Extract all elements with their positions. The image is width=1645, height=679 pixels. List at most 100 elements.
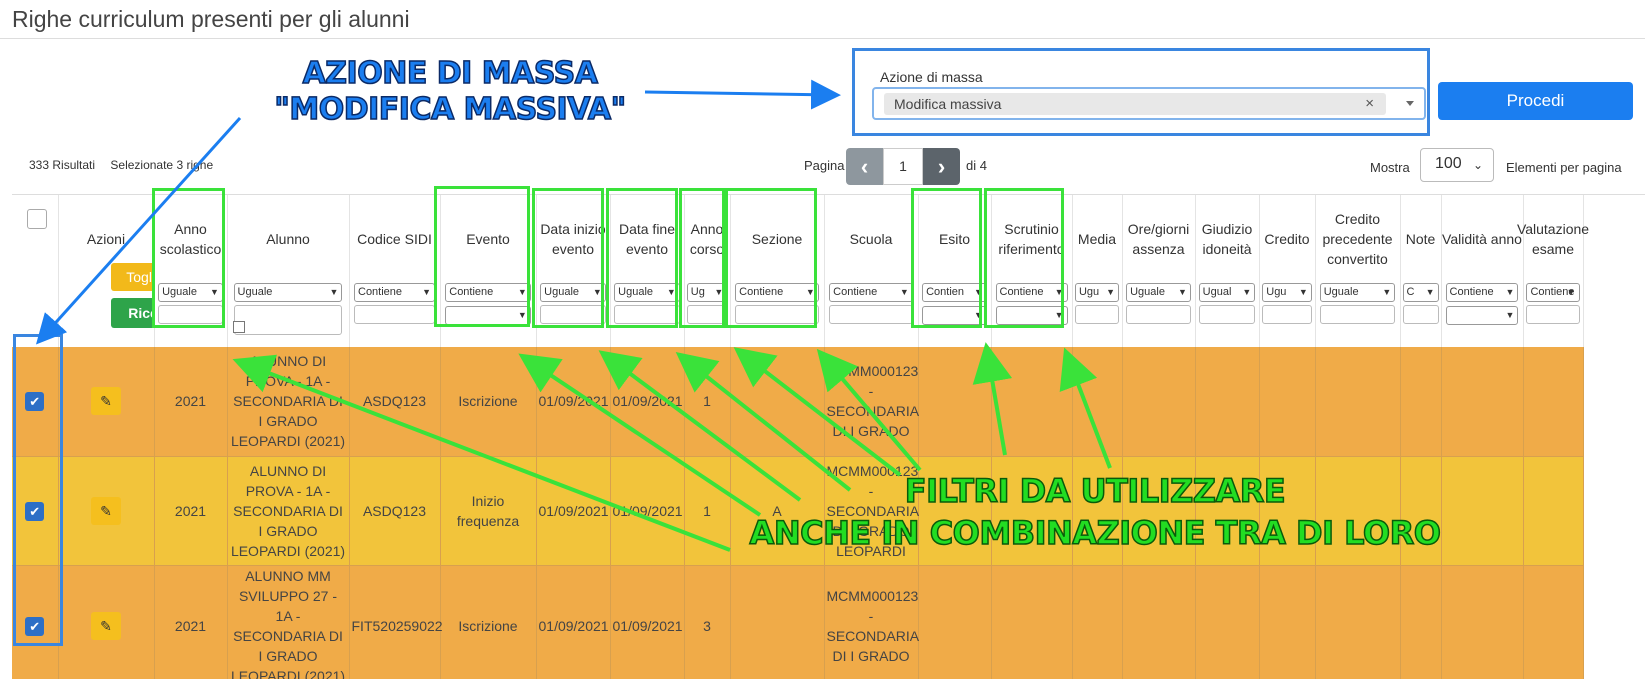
column-label[interactable]: Evento: [466, 231, 510, 247]
cell-data-inizio: 01/09/2021: [536, 565, 611, 679]
filter-operator-select[interactable]: Uguale▼: [1126, 283, 1191, 302]
row-checkbox[interactable]: ✔: [25, 392, 45, 412]
per-page-select[interactable]: 100 ⌄: [1420, 148, 1494, 182]
mass-action-label: Azione di massa: [880, 69, 983, 85]
chevron-down-icon: [1406, 101, 1414, 106]
next-page-button[interactable]: ›: [923, 148, 960, 185]
filter-operator-value: Contiene: [1449, 286, 1494, 298]
filter-operator-value: Uguale: [237, 286, 273, 298]
column-label[interactable]: Valutazione esame: [1516, 221, 1590, 257]
filter-operator-select[interactable]: Contiene▼: [995, 283, 1068, 302]
filter-value-input[interactable]: [829, 305, 913, 324]
column-label[interactable]: Giudizio idoneità: [1201, 221, 1253, 257]
column-label[interactable]: Scrutinio riferimento: [998, 221, 1065, 257]
column-label[interactable]: Anno corso: [689, 221, 725, 257]
prev-page-button[interactable]: ‹: [846, 148, 883, 185]
filter-operator-value: Uguale: [618, 286, 654, 298]
column-label[interactable]: Ore/giorni assenza: [1127, 221, 1190, 257]
column-label[interactable]: Media: [1077, 231, 1117, 247]
row-actions-cell: ✎: [58, 456, 155, 566]
cell-scuola: MCMM000123 - SECONDARIA DI I GRADO: [824, 347, 919, 457]
column-label[interactable]: Note: [1405, 231, 1436, 247]
edit-icon[interactable]: ✎: [91, 496, 121, 525]
chevron-down-icon: ▼: [973, 310, 983, 320]
filter-operator-select[interactable]: Uguale▼: [540, 283, 606, 302]
column-label[interactable]: Codice SIDI: [357, 231, 432, 247]
filter-value-input[interactable]: [354, 305, 435, 324]
filter-value-input[interactable]: [1262, 305, 1312, 324]
filter-value-select[interactable]: ▼: [995, 306, 1068, 325]
filter-value-input[interactable]: [1319, 305, 1396, 324]
filter-operator-select[interactable]: Contiene▼: [445, 283, 531, 302]
filter-operator-value: Contiene: [833, 286, 878, 298]
filter-operator-select[interactable]: Ug▼: [686, 283, 728, 302]
cell-sidi: FIT520259022: [349, 565, 443, 679]
empty-cell: [1259, 347, 1316, 457]
filter-value-input[interactable]: [1074, 305, 1120, 324]
filter-operator-value: Contiene: [739, 286, 784, 298]
filter-operator-select[interactable]: Contiene▼: [829, 283, 913, 302]
filter-value-input[interactable]: [233, 305, 343, 335]
column-label[interactable]: Data fine evento: [618, 221, 676, 257]
filter-operator-select[interactable]: Uguale▼: [614, 283, 680, 302]
column-label[interactable]: Validità anno: [1442, 231, 1522, 247]
cell-alunno: ALUNNO DI PROVA - 1A - SECONDARIA DI I G…: [227, 456, 350, 566]
column-label[interactable]: Credito: [1264, 231, 1310, 247]
cell-data-fine: 01/09/2021: [610, 565, 685, 679]
cell-sezione: [730, 565, 825, 679]
chevron-down-icon: ▼: [1566, 287, 1576, 297]
filter-operator-select[interactable]: Uguale▼: [233, 283, 343, 302]
filter-operator-select[interactable]: Ugual▼: [1198, 283, 1256, 302]
filter-operator-select[interactable]: C▼: [1402, 283, 1439, 302]
chevron-down-icon: ⌄: [1472, 158, 1483, 172]
empty-cell: [1441, 456, 1524, 566]
edit-icon[interactable]: ✎: [91, 387, 121, 416]
column-label[interactable]: Credito precedente convertito: [1322, 211, 1393, 267]
cell-scuola: MCMM000123 - SECONDARIA DI I GRADO: [824, 565, 919, 679]
filter-value-input[interactable]: [1526, 305, 1580, 324]
filter-value-input[interactable]: [1198, 305, 1256, 324]
clear-icon[interactable]: ×: [1365, 95, 1374, 112]
filter-operator-select[interactable]: Uguale▼: [1319, 283, 1396, 302]
cell-data-inizio: 01/09/2021: [536, 347, 611, 457]
filter-highlight-evento: [434, 186, 530, 327]
filter-operator-select[interactable]: Ugu▼: [1262, 283, 1312, 302]
filter-value-input[interactable]: [1126, 305, 1191, 324]
filter-value-input[interactable]: [1402, 305, 1439, 324]
mass-action-panel: Azione di massa Modifica massiva ×: [852, 48, 1430, 136]
select-all-checkbox[interactable]: [27, 209, 47, 229]
column-label[interactable]: Scuola: [849, 231, 893, 247]
filter-operator-select[interactable]: Contiene▼: [354, 283, 435, 302]
filter-value-select[interactable]: ▼: [1445, 306, 1519, 325]
chevron-down-icon: ▼: [1505, 287, 1515, 297]
cell-anno: 2021: [154, 565, 228, 679]
cell-data-fine: 01/09/2021: [610, 347, 685, 457]
column-label[interactable]: Esito: [938, 231, 971, 247]
row-checkbox[interactable]: ✔: [25, 501, 45, 521]
mass-action-select[interactable]: Modifica massiva ×: [872, 87, 1426, 120]
filter-checkbox[interactable]: [232, 321, 245, 333]
cell-sezione: [730, 347, 825, 457]
callout-mass-line1: AZIONE DI MASSA: [302, 55, 599, 92]
filter-operator-select[interactable]: Contiene▼: [1526, 283, 1580, 302]
filter-operator-select[interactable]: Ugu▼: [1074, 283, 1120, 302]
page-number-input[interactable]: 1: [883, 148, 923, 185]
filter-operator-select[interactable]: Contiene▼: [735, 283, 819, 302]
proceed-button[interactable]: Procedi: [1438, 82, 1633, 120]
filter-operator-select[interactable]: Contiene ▼: [1445, 283, 1519, 302]
row-checkbox[interactable]: ✔: [25, 616, 45, 636]
empty-cell: [1315, 347, 1401, 457]
column-label[interactable]: Sezione: [751, 231, 803, 247]
edit-icon[interactable]: ✎: [91, 611, 121, 640]
column-label[interactable]: Data inizio evento: [540, 221, 606, 257]
cell-data-inizio: 01/09/2021: [536, 456, 611, 566]
row-actions-cell: ✎: [58, 347, 155, 457]
filter-value-input[interactable]: [735, 305, 819, 324]
filter-value-input[interactable]: [540, 305, 606, 324]
arrow-to-mass-action: [644, 79, 841, 110]
column-label[interactable]: Alunno: [266, 231, 310, 247]
